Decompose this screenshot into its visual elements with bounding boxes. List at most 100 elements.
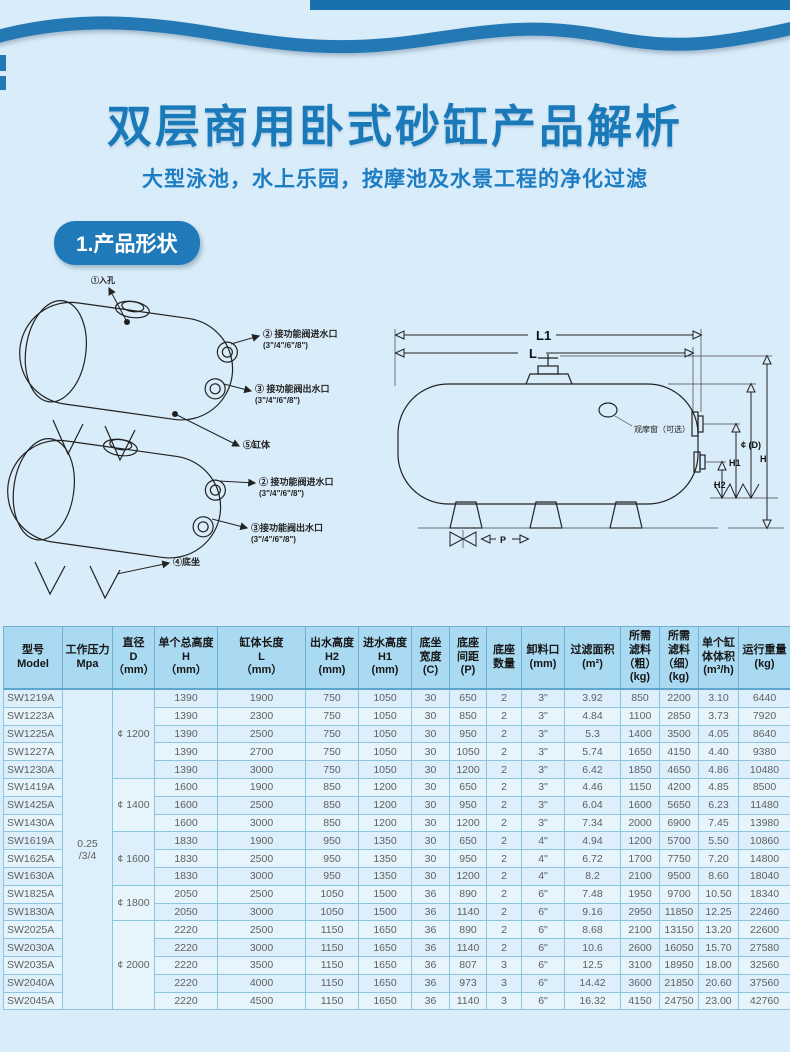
value-cell: 18950 [659,955,699,975]
model-cell: SW1419A [3,777,63,797]
value-cell: 5700 [659,831,699,851]
value-cell: 2500 [217,884,306,904]
value-cell: 4500 [217,991,306,1011]
value-cell: 5.50 [698,831,739,851]
value-cell: 950 [449,724,487,744]
value-cell: 5650 [659,795,699,815]
value-cell: 27580 [738,938,790,957]
value-cell: 18340 [738,884,790,904]
value-cell: 7.20 [698,849,739,868]
dim-p: P [500,535,506,545]
value-cell: 2000 [620,813,660,833]
value-cell: 750 [305,706,359,726]
value-cell: 2600 [620,938,660,957]
value-cell: 6.04 [564,795,621,815]
value-cell: 6.72 [564,849,621,868]
value-cell: 2200 [659,688,699,708]
value-cell: 4150 [620,991,660,1011]
value-cell: 4150 [659,742,699,762]
value-cell: 6" [521,973,565,993]
value-cell: 3.92 [564,688,621,708]
value-cell: 36 [411,991,450,1011]
model-cell: SW1219A [3,688,63,708]
value-cell: 1900 [217,831,306,851]
value-cell: 3.73 [698,706,739,726]
value-cell: 9380 [738,742,790,762]
value-cell: 2 [486,884,522,904]
model-cell: SW2025A [3,920,63,940]
value-cell: 36 [411,955,450,975]
column-header: 缸体长度 L （mm） [217,626,306,690]
value-cell: 2 [486,938,522,957]
value-cell: 4000 [217,973,306,993]
value-cell: 18.00 [698,955,739,975]
top-dark-bar [310,0,790,10]
value-cell: 2 [486,813,522,833]
value-cell: 3" [521,795,565,815]
callout-base: ④底坐 [173,557,201,567]
value-cell: 1200 [449,866,487,886]
value-cell: 750 [305,688,359,708]
value-cell: 24750 [659,991,699,1011]
value-cell: 10.50 [698,884,739,904]
value-cell: 750 [305,760,359,779]
value-cell: 4.94 [564,831,621,851]
value-cell: 3100 [620,955,660,975]
value-cell: 1050 [449,742,487,762]
dim-d: ¢ (D) [741,440,761,450]
value-cell: 12.5 [564,955,621,975]
value-cell: 30 [411,866,450,886]
section-badge: 1.产品形状 [54,221,200,265]
value-cell: 30 [411,777,450,797]
value-cell: 3000 [217,866,306,886]
value-cell: 30 [411,813,450,833]
value-cell: 6" [521,955,565,975]
value-cell: 3600 [620,973,660,993]
value-cell: 7.34 [564,813,621,833]
value-cell: 42760 [738,991,790,1011]
value-cell: 1390 [154,760,218,779]
callout-outlet-bottom: ③接功能阀出水口(3"/4"/6"/8") [251,523,324,545]
value-cell: 807 [449,955,487,975]
value-cell: 37560 [738,973,790,993]
value-cell: 8640 [738,724,790,744]
value-cell: 20.60 [698,973,739,993]
value-cell: 8.68 [564,920,621,940]
value-cell: 973 [449,973,487,993]
column-header: 所需 滤料 （粗） (kg) [620,626,660,690]
value-cell: 1700 [620,849,660,868]
value-cell: 2220 [154,955,218,975]
value-cell: 1650 [620,742,660,762]
value-cell: 2700 [217,742,306,762]
model-cell: SW1425A [3,795,63,815]
column-header: 所需 滤料 （细） (kg) [659,626,699,690]
value-cell: 8500 [738,777,790,797]
value-cell: 3000 [217,813,306,833]
value-cell: 1850 [620,760,660,779]
value-cell: 1200 [358,777,412,797]
value-cell: 1150 [305,955,359,975]
value-cell: 6" [521,938,565,957]
value-cell: 6" [521,884,565,904]
value-cell: 7.48 [564,884,621,904]
value-cell: 36 [411,920,450,940]
edge-decoration [0,76,6,90]
value-cell: 850 [305,813,359,833]
column-header: 直径 D （mm） [112,626,155,690]
value-cell: 750 [305,724,359,744]
value-cell: 2 [486,831,522,851]
value-cell: 4650 [659,760,699,779]
value-cell: 1150 [305,920,359,940]
value-cell: 3" [521,813,565,833]
value-cell: 1650 [358,938,412,957]
value-cell: 1200 [620,831,660,851]
column-header: 型号 Model [3,626,63,690]
